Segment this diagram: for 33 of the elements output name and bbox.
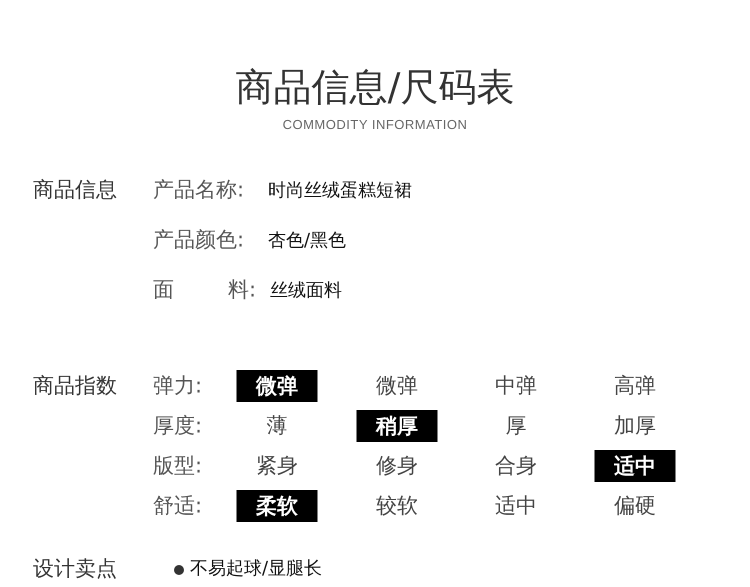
section-heading: 设计卖点 (33, 557, 117, 581)
highlighted-option: 微弹 (236, 370, 318, 402)
subtitle: COMMODITY INFORMATION (282, 118, 468, 132)
row-label: 舒适: (153, 494, 202, 518)
option-text: 较软 (376, 494, 418, 518)
row-label: 弹力: (153, 374, 202, 398)
value-text: 不易起球/显腿长 (190, 559, 322, 579)
page-title: 商品信息/尺码表 (236, 67, 514, 109)
option-text: 薄 (266, 414, 288, 438)
value-text: 杏色/黑色 (268, 231, 346, 251)
highlighted-option: 柔软 (236, 490, 318, 522)
option-text: 修身 (376, 454, 418, 478)
option-text: 高弹 (614, 374, 656, 398)
highlighted-option: 稍厚 (356, 410, 438, 442)
row-label: 产品颜色: (153, 228, 244, 252)
value-text: 时尚丝绒蛋糕短裙 (268, 181, 412, 201)
value-text: 丝绒面料 (270, 281, 342, 301)
option-text: 加厚 (614, 414, 656, 438)
row-label: 料: (228, 278, 256, 302)
option-text: 紧身 (256, 454, 298, 478)
option-text: 厚 (506, 414, 526, 438)
section-heading: 商品信息 (33, 178, 117, 202)
option-text: 偏硬 (614, 494, 656, 518)
option-text: 微弹 (376, 374, 418, 398)
row-label: 厚度: (153, 414, 202, 438)
row-label: 面 (153, 278, 174, 302)
option-text: 适中 (495, 494, 537, 518)
row-label: 版型: (153, 454, 202, 478)
option-text: 中弹 (495, 374, 537, 398)
highlighted-option: 适中 (594, 450, 676, 482)
option-text: 合身 (495, 454, 537, 478)
section-heading: 商品指数 (33, 374, 117, 398)
row-label: 产品名称: (153, 178, 244, 202)
